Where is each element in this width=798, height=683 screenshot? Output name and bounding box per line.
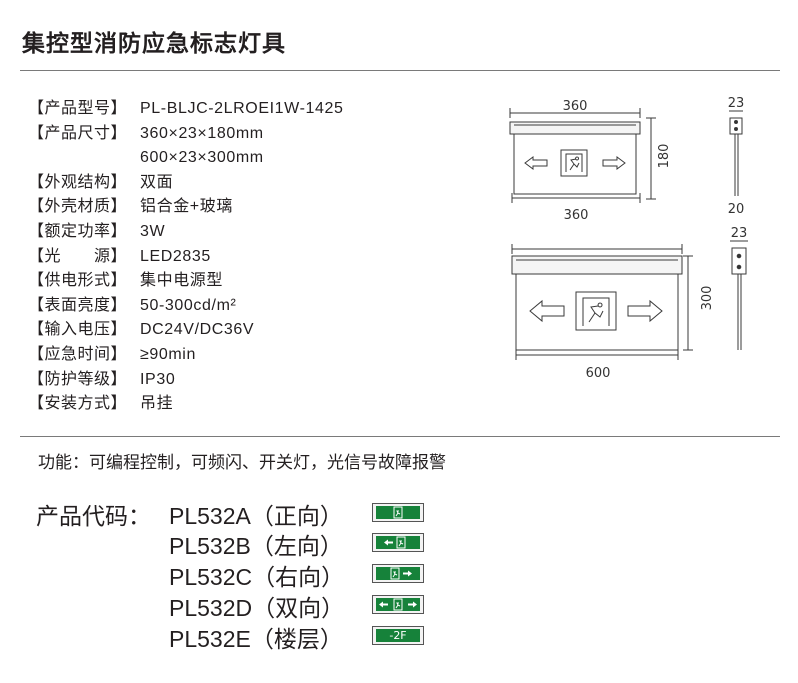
exit-running-man-icon xyxy=(376,506,420,519)
exit-both-arrows-icon xyxy=(376,598,420,611)
spec-row-size: 【产品尺寸】 360×23×180mm xyxy=(28,122,428,147)
spec-row-supply: 【供电形式】集中电源型 xyxy=(28,269,428,294)
right-arrow-icon xyxy=(627,299,663,323)
spec-label: 【额定功率】 xyxy=(28,222,128,240)
screw-icon xyxy=(736,264,742,270)
sign-preview xyxy=(372,533,424,552)
spec-label: 【应急时间】 xyxy=(28,345,128,363)
running-man-figure xyxy=(565,153,583,172)
spec-row-protection: 【防护等级】 IP30 xyxy=(28,368,428,393)
running-man-glyph xyxy=(393,506,403,519)
spec-value: 600×23×300mm xyxy=(140,149,264,167)
spec-row-install: 【安装方式】吊挂 xyxy=(28,392,428,417)
dimension-label: 23 xyxy=(731,226,748,241)
dimension-label: 23 xyxy=(728,96,745,111)
left-arrow-icon xyxy=(529,299,565,323)
exit-running-man-icon xyxy=(575,291,617,331)
spec-row-emergency-time: 【应急时间】 ≥90min xyxy=(28,343,428,368)
section-divider xyxy=(20,436,780,437)
spec-label: 【产品尺寸】 xyxy=(28,124,128,142)
screw-icon xyxy=(734,120,738,124)
code-name: PL532D（双向） xyxy=(169,595,345,621)
large-fixture-drawing: 600 300 xyxy=(511,244,715,381)
spec-label: 【产品型号】 xyxy=(28,100,128,117)
both-arrows-glyph xyxy=(379,598,417,611)
spec-label: 【防护等级】 xyxy=(28,370,128,388)
fixture-top-rail xyxy=(511,255,683,275)
code-name: PL532A（正向） xyxy=(169,503,343,529)
small-fixture-drawing: 360 360 180 xyxy=(509,99,672,223)
dimension-label: 300 xyxy=(700,286,715,311)
left-arrow-glyph xyxy=(384,536,406,549)
spec-value: IP30 xyxy=(140,370,176,388)
spec-row-light-source: 【光 源】 LED2835 xyxy=(28,245,428,270)
floor-indicator-icon: -2F xyxy=(376,629,420,642)
right-arrow-icon xyxy=(602,156,626,170)
spec-value: 50-300cd/m² xyxy=(140,296,237,314)
spec-value: 3W xyxy=(140,222,166,240)
side-mount-block xyxy=(731,247,747,275)
sign-preview xyxy=(372,564,424,583)
spec-row-power: 【额定功率】 3W xyxy=(28,220,428,245)
features-text: 功能：可编程控制，可频闪、开关灯，光信号故障报警 xyxy=(38,453,446,472)
running-man-figure xyxy=(582,297,610,326)
dimension-label: 360 xyxy=(563,99,588,114)
spec-label: 【输入电压】 xyxy=(28,321,128,339)
spec-value: 360×23×180mm xyxy=(140,124,264,142)
spec-label: 【供电形式】 xyxy=(28,272,128,290)
screw-icon xyxy=(734,127,738,131)
spec-value: DC24V/DC36V xyxy=(140,321,255,339)
side-mount-block xyxy=(729,117,743,135)
spec-label: 【表面亮度】 xyxy=(28,296,128,314)
fixture-top-rail xyxy=(509,121,641,135)
spec-row-structure: 【外观结构】双面 xyxy=(28,171,428,196)
spec-value: 集中电源型 xyxy=(140,272,224,290)
spec-value: ≥90min xyxy=(140,345,196,363)
spec-row-model: 【产品型号】 PL-BLJC-2LROEI1W-1425 xyxy=(28,97,428,122)
spec-label: 【光 源】 xyxy=(28,247,128,265)
spec-row-size-2: 600×23×300mm xyxy=(28,146,428,171)
exit-left-arrow-icon xyxy=(376,536,420,549)
large-fixture-side-drawing: 23 xyxy=(730,226,748,350)
spec-label: 【外观结构】 xyxy=(28,173,128,191)
sign-preview: -2F xyxy=(372,626,424,645)
spec-value: 双面 xyxy=(140,173,174,191)
sign-preview xyxy=(372,503,424,522)
code-name: PL532E（楼层） xyxy=(169,626,343,652)
title-divider xyxy=(20,70,780,71)
spec-label: 【外壳材质】 xyxy=(28,198,128,216)
exit-right-arrow-icon xyxy=(376,567,420,580)
spec-value: 铝合金+玻璃 xyxy=(140,198,233,216)
page-title: 集控型消防应急标志灯具 xyxy=(22,30,286,56)
dimension-label: 180 xyxy=(657,144,672,169)
left-arrow-icon xyxy=(524,156,548,170)
codes-heading: 产品代码： xyxy=(36,503,151,529)
spec-value: LED2835 xyxy=(140,247,211,265)
spec-list: 【产品型号】 PL-BLJC-2LROEI1W-1425 【产品尺寸】 360×23… xyxy=(28,97,428,417)
exit-running-man-icon xyxy=(560,149,588,177)
right-arrow-glyph xyxy=(390,567,412,580)
spec-row-voltage: 【输入电压】 DC24V/DC36V xyxy=(28,318,428,343)
fixture-panel xyxy=(515,273,679,351)
dimension-label: 360 xyxy=(564,208,589,223)
fixture-panel xyxy=(513,133,637,195)
code-name: PL532B（左向） xyxy=(169,533,343,559)
dimension-label: 20 xyxy=(728,202,745,217)
spec-row-brightness: 【表面亮度】 50-300cd/m² xyxy=(28,294,428,319)
spec-value: PL-BLJC-2LROEI1W-1425 xyxy=(140,100,344,117)
dimension-label: 600 xyxy=(586,366,611,381)
sign-preview xyxy=(372,595,424,614)
spec-label: 【安装方式】 xyxy=(28,395,128,413)
screw-icon xyxy=(736,253,742,259)
small-fixture-side-drawing: 23 20 xyxy=(728,96,745,217)
spec-value: 吊挂 xyxy=(140,395,174,413)
spec-row-material: 【外壳材质】铝合金+玻璃 xyxy=(28,195,428,220)
code-name: PL532C（右向） xyxy=(169,564,345,590)
